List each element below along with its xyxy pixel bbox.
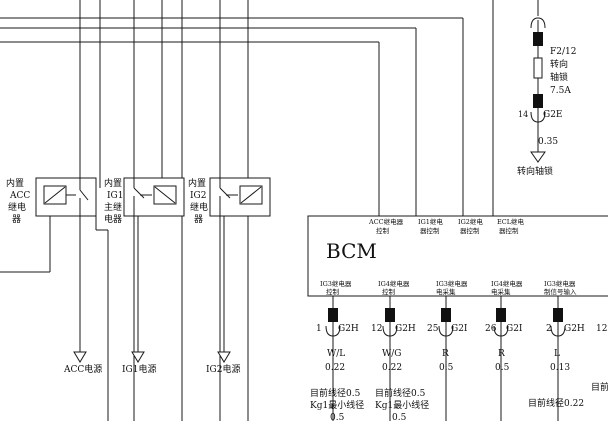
relay-acc-label-3: 继电 [8,201,26,213]
wire-size-1: 0.22 [325,363,345,373]
bcm-pin-3-code: G2I [451,324,468,334]
bcm-bottom-pin-5b: 制信号输入 [544,287,577,296]
bcm-top-pin-4a: ECL继电 [497,217,525,226]
fuse-wire-size: 0.35 [538,137,558,147]
relay-ig1 [123,177,185,421]
bcm-bottom-pin-2b: 控制 [382,287,396,296]
wire-size-5: 0.13 [550,363,570,373]
relay-ig2 [209,177,271,421]
bcm-top-pin-1b: 控制 [376,226,390,235]
relay-ig1-label-4: 电器 [104,213,122,225]
bcm-pin-extra-num: 12 [596,324,607,334]
bcm-pin-2-code: G2H [395,324,416,334]
bcm-connector-5 [550,296,566,421]
bcm-pin-2-num: 12 [371,324,382,334]
fuse-pin-code: G2E [543,110,563,120]
note-1-line-2: Kg1最小线径 [310,399,364,411]
note-3-line-1: 目前线径0.22 [528,397,584,409]
bcm-top-pin-2b: 器控制 [420,226,440,235]
bcm-connector-4 [493,296,509,421]
wire-color-5: L [554,349,560,359]
feed-wires [0,0,494,216]
bcm-top-pin-4b: 器控制 [499,226,519,235]
relay-ig2-label-2: IG2 [190,191,206,201]
fuse-desc-2: 轴锁 [550,71,568,83]
note-1-line-3: 0.5 [330,413,345,421]
bcm-pin-1-code: G2H [338,324,359,334]
bcm-bottom-pin-4b: 电采集 [491,287,511,296]
relay-ig2-label-1: 内置 [188,177,206,189]
bcm-top-pin-1a: ACC继电器 [368,217,404,226]
wire-color-2: W/G [382,349,401,359]
note-4-line-1: 目前 [591,381,608,393]
fuse-name: F2/12 [550,47,576,57]
fuse-load-label: 转向轴锁 [517,165,553,177]
relay-ig2-label-4: 器 [194,214,203,225]
bcm-pin-4-code: G2I [506,324,523,334]
bcm-top-pin-2a: IG1继电 [418,217,443,226]
fuse-desc-1: 转向 [550,58,568,70]
bcm-bottom-pin-5a: IG3继电器 [544,279,576,288]
bcm-pin-4-num: 26 [485,324,497,334]
relay-ig1-label-2: IG1 [107,191,123,201]
bcm-title: BCM [326,239,377,263]
bcm-bottom-pin-3b: 电采集 [436,287,456,296]
note-2-line-2: Kg1最小线径 [375,399,429,411]
wire-size-4: 0.5 [495,363,510,373]
relay-ig1-label-3: 主继 [104,201,122,213]
bcm-pin-5-num: 2 [546,324,552,334]
relay-ig2-label-3: 继电 [190,201,208,213]
relay-acc [0,177,109,421]
wire-color-4: R [498,349,505,359]
wire-size-3: 0.5 [439,363,454,373]
bcm-top-pin-3a: IG2继电 [458,217,483,226]
relay-acc-label-4: 器 [12,214,21,225]
bcm-module [307,215,608,297]
bcm-bottom-pin-1b: 控制 [326,287,340,296]
relay-acc-label-1: 内置 [6,177,24,189]
relay-ig1-label-1: 内置 [104,177,122,189]
bcm-connector-2 [382,296,398,421]
fuse-pin-num: 14 [518,110,528,119]
fuse-rating: 7.5A [550,86,571,96]
bcm-pin-1-num: 1 [316,324,322,334]
note-2-line-3: 0.5 [392,413,407,421]
ground-label-ig2: IG2电源 [206,363,240,375]
ground-label-ig1: IG1电源 [122,363,156,375]
bcm-pin-3-num: 25 [427,324,439,334]
bcm-pin-5-code: G2H [564,324,585,334]
bcm-top-pin-3b: 器控制 [460,226,480,235]
note-2-line-1: 目前线径0.5 [375,387,426,399]
bcm-bottom-pin-3a: IG3继电器 [436,279,468,288]
bcm-bottom-pin-2a: IG4继电器 [378,279,410,288]
wire-color-3: R [442,349,449,359]
ground-label-acc: ACC电源 [63,363,102,375]
fuse-branch [530,0,546,163]
wire-color-1: W/L [327,349,345,359]
bcm-connector-1 [325,296,341,421]
bcm-bottom-pin-1a: IG3继电器 [320,279,352,288]
wire-size-2: 0.22 [382,363,402,373]
bcm-connector-3 [438,296,454,421]
note-1-line-1: 目前线径0.5 [310,387,361,399]
bcm-bottom-pin-4a: IG4继电器 [491,279,523,288]
relay-acc-label-2: ACC [9,191,30,201]
